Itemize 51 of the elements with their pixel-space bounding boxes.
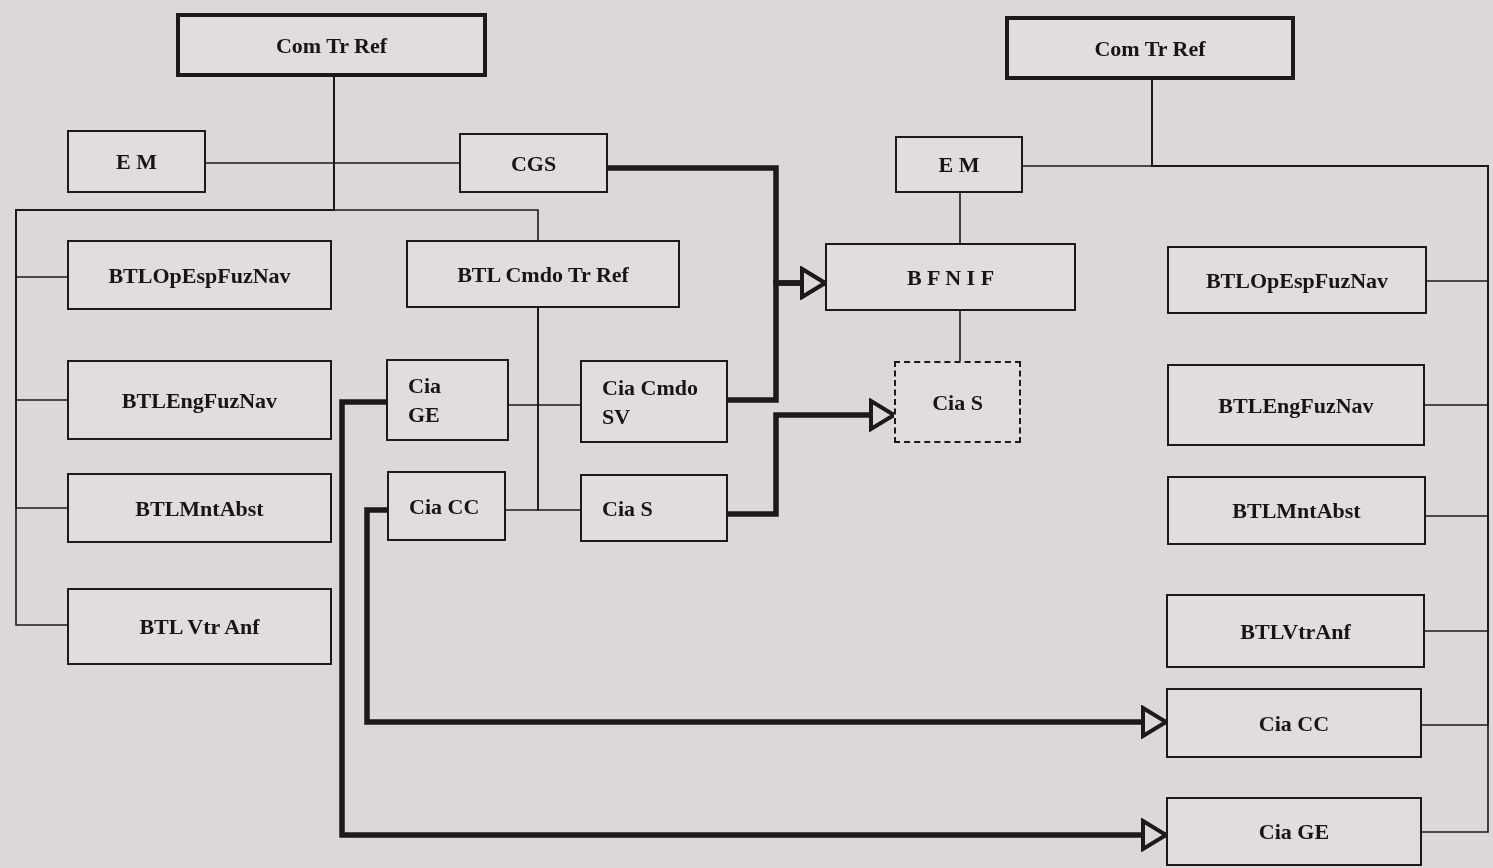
- unit-name: BTLVtrAnf: [1240, 617, 1351, 646]
- unit-name: Cia CC: [1258, 709, 1330, 738]
- org-box: [67, 473, 332, 543]
- unit-name: E M: [116, 148, 157, 176]
- org-box: [386, 359, 509, 441]
- unit-name: CGS: [510, 149, 557, 178]
- unit-name: BTLEngFuzNav: [121, 386, 278, 415]
- unit-name: Cia S: [932, 388, 983, 417]
- org-box: [387, 471, 506, 541]
- org-box: [580, 360, 728, 443]
- unit-name: Com Tr Ref: [275, 31, 388, 60]
- org-box: [1167, 364, 1425, 446]
- unit-name: BTL Vtr Anf: [139, 613, 260, 641]
- unit-name: E M: [938, 151, 980, 179]
- org-box: [1167, 476, 1426, 545]
- org-box: [406, 240, 680, 308]
- org-box: [1005, 16, 1295, 80]
- arrow: [728, 399, 896, 517]
- org-box: [459, 133, 608, 193]
- org-box: [894, 361, 1021, 443]
- unit-name: BTL Cmdo Tr Ref: [457, 260, 629, 289]
- org-box: [67, 360, 332, 440]
- org-box: [176, 13, 487, 77]
- unit-name: BTLEngFuzNav: [1218, 391, 1374, 420]
- org-box: [1166, 688, 1422, 758]
- unit-name: Com Tr Ref: [1094, 34, 1206, 63]
- unit-name: BTLMntAbst: [1232, 497, 1361, 525]
- org-box: [67, 240, 332, 310]
- connector-line: [959, 310, 961, 362]
- org-box: [825, 243, 1076, 311]
- unit-name: Cia S: [602, 494, 653, 523]
- org-box: [1166, 797, 1422, 866]
- org-box: [1167, 246, 1427, 314]
- unit-name: Cia CC: [409, 492, 480, 521]
- org-box: [895, 136, 1023, 193]
- org-box: [67, 130, 206, 193]
- org-box: [67, 588, 332, 665]
- arrow: [728, 267, 827, 403]
- unit-name: Cia Cmdo SV: [602, 373, 699, 431]
- connector-line: [537, 307, 581, 511]
- org-box: [1166, 594, 1425, 668]
- unit-name: BTLOpEspFuzNav: [108, 261, 291, 290]
- org-box: [580, 474, 728, 542]
- unit-name: BTLOpEspFuzNav: [1205, 266, 1389, 295]
- arrow: [364, 507, 1168, 738]
- unit-name: Cia GE: [408, 372, 442, 429]
- unit-name: B F N I F: [906, 263, 995, 292]
- unit-name: Cia GE: [1258, 818, 1330, 846]
- connector-line: [959, 192, 961, 244]
- unit-name: BTLMntAbst: [135, 494, 264, 523]
- arrow: [339, 399, 1168, 851]
